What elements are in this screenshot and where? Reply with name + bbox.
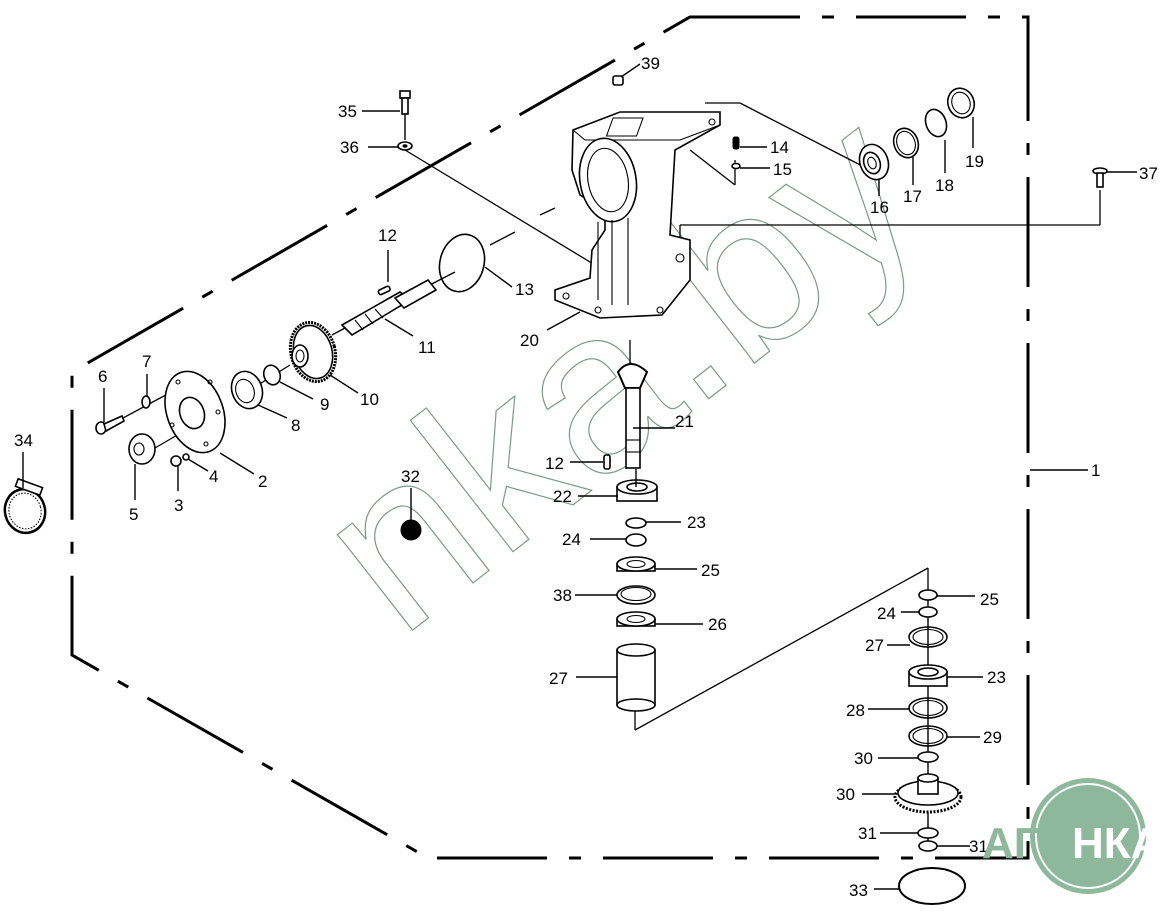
callout-12-upper[interactable]: 12 [378,226,397,245]
part-seal-25-upper[interactable] [616,556,656,572]
part-washer-36[interactable] [397,141,413,151]
callout-5[interactable]: 5 [129,505,138,524]
part-ring-9[interactable] [261,363,283,387]
callout-37[interactable]: 37 [1139,164,1158,183]
callout-23-upper[interactable]: 23 [687,513,706,532]
part-bearing-8[interactable] [226,367,267,413]
part-washer-7[interactable] [141,395,151,409]
part-circlip-18[interactable] [922,106,950,139]
part-bolt-6[interactable] [95,414,126,435]
callout-25-upper[interactable]: 25 [701,561,720,580]
callouts: 39 35 36 14 15 16 17 18 19 37 12 13 [14,54,1158,900]
part-ring-29-lower[interactable] [917,827,939,839]
callout-20[interactable]: 20 [520,331,539,350]
part-nut-3[interactable] [170,455,182,467]
callout-16[interactable]: 16 [870,198,889,217]
callout-21[interactable]: 21 [675,412,694,431]
callout-15[interactable]: 15 [773,160,792,179]
part-ring-31[interactable] [918,840,938,852]
part-ring-38[interactable] [616,585,656,605]
callout-24-lower[interactable]: 25 [980,590,999,609]
part-washer-15[interactable] [731,162,741,170]
callout-14[interactable]: 14 [770,138,789,157]
part-spacer-5[interactable] [128,433,156,465]
callout-11[interactable]: 11 [418,338,436,357]
callout-36[interactable]: 36 [340,138,359,157]
part-plug[interactable] [612,75,624,86]
callout-29-lower[interactable]: 31 [858,824,877,843]
callout-32[interactable]: 32 [401,467,420,486]
part-bearing-16[interactable] [855,140,894,183]
callout-26[interactable]: 27 [549,669,568,688]
callout-34[interactable]: 34 [14,431,33,450]
part-hose-clamp-34[interactable] [0,477,50,538]
callout-31[interactable]: 31 [969,837,988,856]
part-32[interactable] [400,519,422,541]
callout-30[interactable]: 30 [836,785,855,804]
part-ring-24-lower[interactable] [918,589,938,601]
callout-35[interactable]: 35 [338,102,357,121]
part-breather-14[interactable] [732,136,740,150]
callout-8[interactable]: 8 [291,416,300,435]
part-ring-23-lower[interactable] [918,606,938,618]
callout-25-lower[interactable]: 26 [708,615,727,634]
part-screw-37[interactable] [1092,167,1108,188]
part-seal-19[interactable] [944,84,979,121]
part-oring-13[interactable] [433,229,491,296]
part-ring-23-upper[interactable] [625,517,647,529]
part-housing[interactable] [554,111,721,319]
logo-text-left: АГРО [982,819,1102,868]
brand-logo: АГРО НКА [982,778,1162,894]
callout-27-lower[interactable]: 28 [846,701,865,720]
callout-2[interactable]: 2 [258,472,267,491]
logo-ring [1035,783,1141,889]
part-shaft-11[interactable] [340,278,438,337]
logo-text-right: НКА [1072,819,1162,868]
part-key-12-upper[interactable] [377,285,391,296]
callout-28[interactable]: 29 [983,728,1002,747]
part-ring-27-lower[interactable] [908,697,948,719]
callout-33[interactable]: 33 [849,881,868,900]
logo-circle [1030,778,1146,894]
callout-4[interactable]: 4 [209,467,218,486]
part-bolt-35[interactable] [399,90,411,140]
callout-39[interactable]: 39 [641,54,660,73]
assembly-boundary [70,15,1030,860]
part-washer-4[interactable] [182,453,190,461]
callout-12-lower[interactable]: 12 [545,454,564,473]
part-ring-27-upper[interactable] [908,626,948,648]
part-ring-29-upper[interactable] [917,751,939,763]
callout-3[interactable]: 3 [174,496,183,515]
part-bearing-22-upper[interactable] [616,479,658,502]
callout-23-lower[interactable]: 24 [877,604,896,623]
callout-17[interactable]: 17 [903,187,922,206]
callout-24-upper[interactable]: 24 [562,530,581,549]
callout-7[interactable]: 7 [142,352,151,371]
part-oring-33[interactable] [898,867,966,905]
part-key-12-lower[interactable] [603,454,611,470]
callout-18[interactable]: 18 [935,176,954,195]
part-bearing-22-lower[interactable] [908,664,948,687]
callout-10[interactable]: 10 [360,390,379,409]
callout-9[interactable]: 9 [320,395,329,414]
callout-6[interactable]: 6 [98,367,107,386]
part-flange-2[interactable] [154,363,235,461]
callout-22-upper[interactable]: 22 [553,487,572,506]
part-gear-30[interactable] [893,773,963,814]
part-ring-17[interactable] [890,125,923,161]
part-sleeve-26[interactable] [616,643,656,712]
callout-22-lower[interactable]: 23 [987,668,1006,687]
callout-13[interactable]: 13 [515,280,534,299]
callout-29-upper[interactable]: 30 [854,749,873,768]
part-seal-28[interactable] [908,725,948,747]
callout-1[interactable]: 1 [1091,461,1100,480]
part-gear-10[interactable] [284,317,342,386]
callout-38[interactable]: 38 [553,586,572,605]
callout-19[interactable]: 19 [965,152,984,171]
part-seal-25-lower[interactable] [616,611,656,627]
part-ring-24-upper[interactable] [625,533,647,547]
callout-27-upper[interactable]: 27 [865,636,884,655]
